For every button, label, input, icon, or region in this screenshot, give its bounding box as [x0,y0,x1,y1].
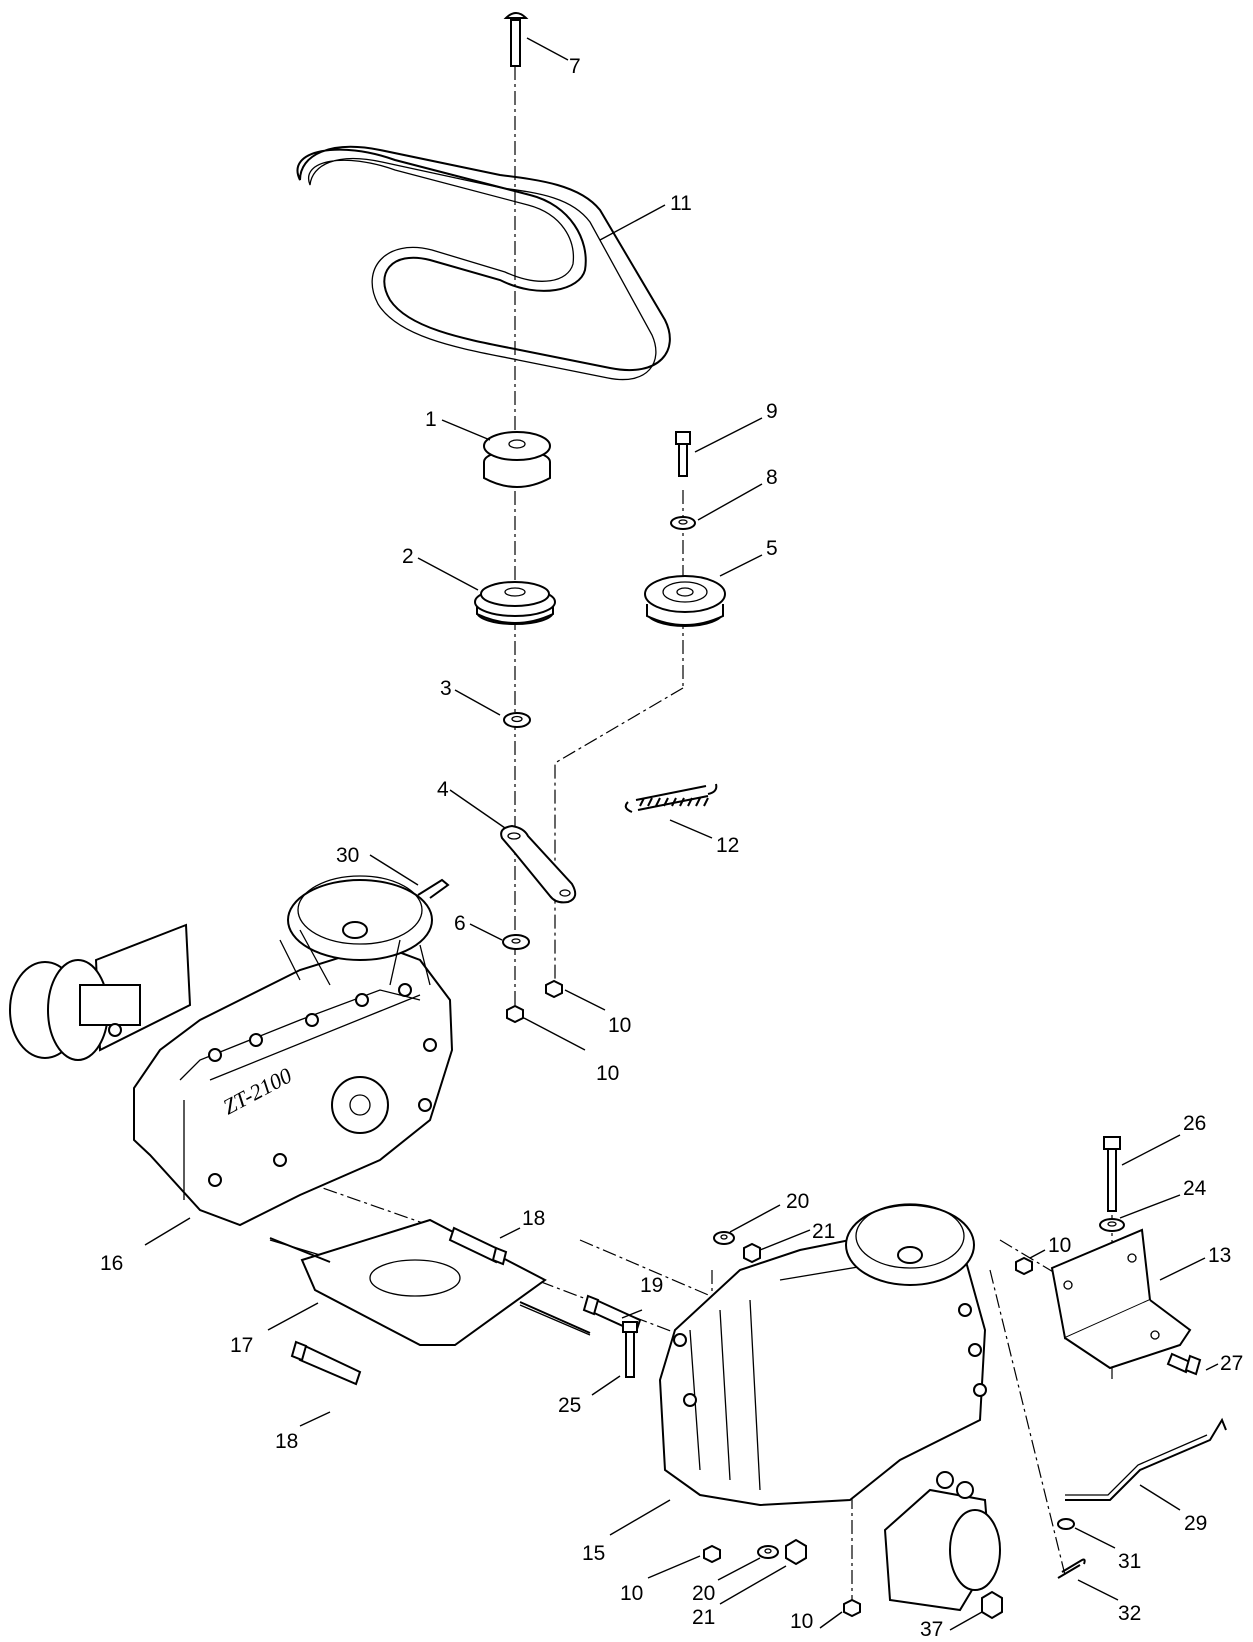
bolt-part-26 [1103,1136,1121,1212]
callout-18-b: 18 [275,1430,298,1453]
bolt-part-25 [622,1321,638,1378]
washer-part-20-a [713,1231,735,1245]
callout-6: 6 [454,912,466,935]
callout-19: 19 [640,1274,663,1297]
callout-16: 16 [100,1252,123,1275]
callout-29: 29 [1184,1512,1207,1535]
bolt-part-9 [675,431,691,477]
callout-20-a: 20 [786,1190,809,1213]
nut-part-10-e [843,1598,861,1618]
callout-labels: 7 11 1 9 8 2 5 3 4 12 30 6 10 10 26 24 2… [100,55,1243,1641]
callout-37: 37 [920,1618,943,1641]
callout-15: 15 [582,1542,605,1565]
callout-2: 2 [402,545,414,568]
callout-25: 25 [558,1394,581,1417]
callout-10-e: 10 [790,1610,813,1633]
nut-part-37 [981,1590,1003,1620]
callout-13: 13 [1208,1244,1231,1267]
callout-7: 7 [569,55,581,78]
nut-part-21-b [785,1538,807,1566]
callout-30: 30 [336,844,359,867]
nut-part-10-b [506,1004,524,1024]
callout-9: 9 [766,400,778,423]
callout-1: 1 [425,408,437,431]
spacer-part-3 [503,712,531,728]
washer-part-8 [670,516,696,530]
clip-part-30 [417,878,450,899]
callout-10-b: 10 [596,1062,619,1085]
transmission-part-15 [658,1203,1001,1612]
nut-part-10-a [545,979,563,999]
washer-part-6 [502,934,530,950]
mount-plate-part-17 [269,1218,591,1346]
bolt-part-27 [1166,1352,1202,1376]
callout-5: 5 [766,537,778,560]
callout-11: 11 [670,192,692,215]
washer-part-24 [1099,1218,1125,1232]
callout-31: 31 [1118,1550,1141,1573]
callout-10-d: 10 [620,1582,643,1605]
bolt-part-18-b [290,1340,362,1386]
nut-part-10-d [703,1544,721,1564]
washer-part-31 [1057,1518,1075,1530]
idler-arm-part-4 [500,824,577,904]
rod-part-29 [1065,1417,1227,1501]
callout-10-c: 10 [1048,1234,1071,1257]
nut-part-10-c [1015,1256,1033,1276]
bracket-part-13 [1050,1228,1192,1370]
callout-17: 17 [230,1334,253,1357]
cotter-pin-part-32 [1057,1558,1086,1579]
idler-pulley-part-5 [644,575,726,627]
callout-32: 32 [1118,1602,1141,1625]
callout-24: 24 [1183,1177,1207,1200]
pulley-part-1 [483,431,551,488]
bolt-part-18-a [448,1226,508,1266]
pulley-part-2 [474,581,556,625]
clevis-pin-part-7 [503,12,529,67]
drive-belt-part-11 [296,145,671,381]
washer-part-20-b [757,1545,779,1559]
callout-27: 27 [1220,1352,1243,1375]
callout-10-a: 10 [608,1014,631,1037]
callout-21-a: 21 [812,1220,835,1243]
callout-4: 4 [437,778,449,801]
callout-18-a: 18 [522,1207,545,1230]
transmission-part-16: ZT-2100 [9,875,454,1227]
callout-20-b: 20 [692,1582,715,1605]
leader-lines [144,37,1219,1631]
nut-part-21-a [743,1242,761,1264]
spring-part-12 [624,783,718,813]
callout-26: 26 [1183,1112,1206,1135]
callout-12: 12 [716,834,739,857]
callout-8: 8 [766,466,778,489]
callout-21-b: 21 [692,1606,715,1629]
callout-3: 3 [440,677,452,700]
